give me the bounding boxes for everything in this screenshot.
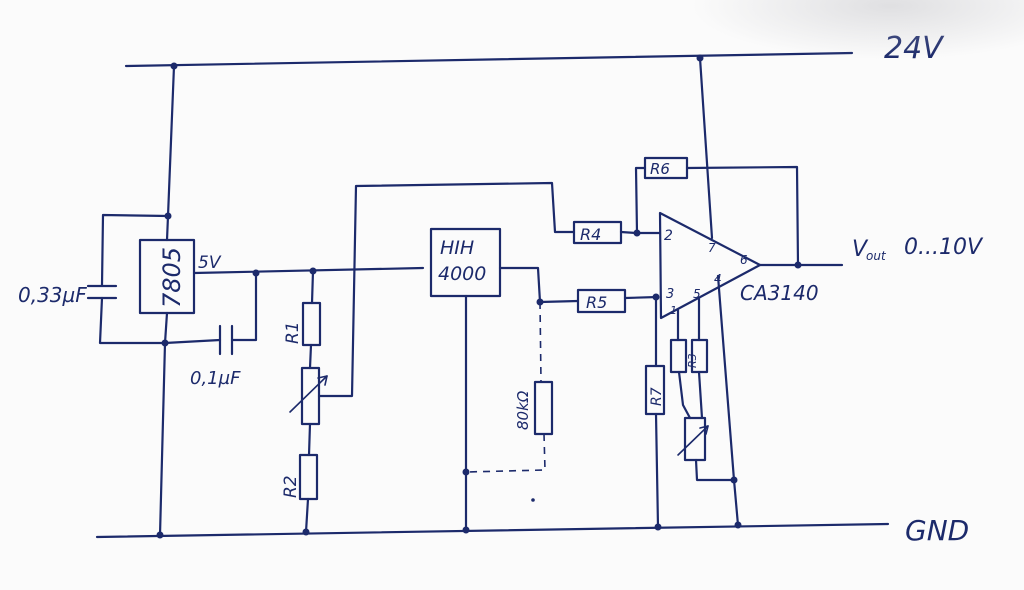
divider-network: [289, 181, 576, 534]
output-capacitor-label: 0,1µF: [190, 368, 241, 389]
output-label-sub: out: [866, 249, 887, 263]
r5-label: R5: [586, 293, 607, 312]
r2-label: R2: [281, 475, 301, 498]
opamp-pin5: 5: [693, 287, 701, 301]
output-capacitor: [163, 269, 260, 356]
r4-label: R4: [580, 225, 601, 244]
offset-network: [669, 296, 736, 482]
output-range-label: 0...10V: [904, 235, 984, 260]
r1-label: R1: [283, 321, 303, 344]
resistor-r5: [538, 288, 660, 314]
opamp-pin6: 6: [740, 253, 748, 267]
r7-label: R7: [649, 387, 665, 406]
ground-rail: [95, 521, 890, 539]
load-resistor-label: 80kΩ: [514, 390, 532, 430]
input-capacitor-label: 0,33µF: [18, 283, 87, 307]
load-resistor: [465, 301, 554, 502]
sensor-label-line1: HIH: [440, 237, 474, 259]
opamp-pin3: 3: [666, 287, 674, 302]
humidity-sensor: [429, 227, 544, 532]
resistor-r7: [644, 295, 666, 529]
opamp-pin2: 2: [664, 228, 673, 244]
voltage-regulator: [138, 64, 425, 537]
opamp-pin4: 4: [714, 272, 722, 286]
opamp-part-label: CA3140: [740, 281, 819, 305]
r6-label: R6: [650, 160, 670, 178]
input-capacitor: [86, 213, 170, 345]
regulator-part-label: 7805: [158, 247, 186, 308]
opamp-pin7: 7: [708, 241, 716, 255]
ground-rail-label: GND: [905, 514, 969, 547]
opamp-pin1: 1: [670, 304, 677, 317]
supply-rail-label: 24V: [884, 31, 945, 66]
sensor-label-line2: 4000: [438, 263, 486, 285]
paper-shadow: [690, 0, 1024, 60]
output-label-v: V: [852, 237, 869, 262]
r3-label: R3: [686, 353, 699, 368]
regulator-output-label: 5V: [198, 253, 222, 273]
